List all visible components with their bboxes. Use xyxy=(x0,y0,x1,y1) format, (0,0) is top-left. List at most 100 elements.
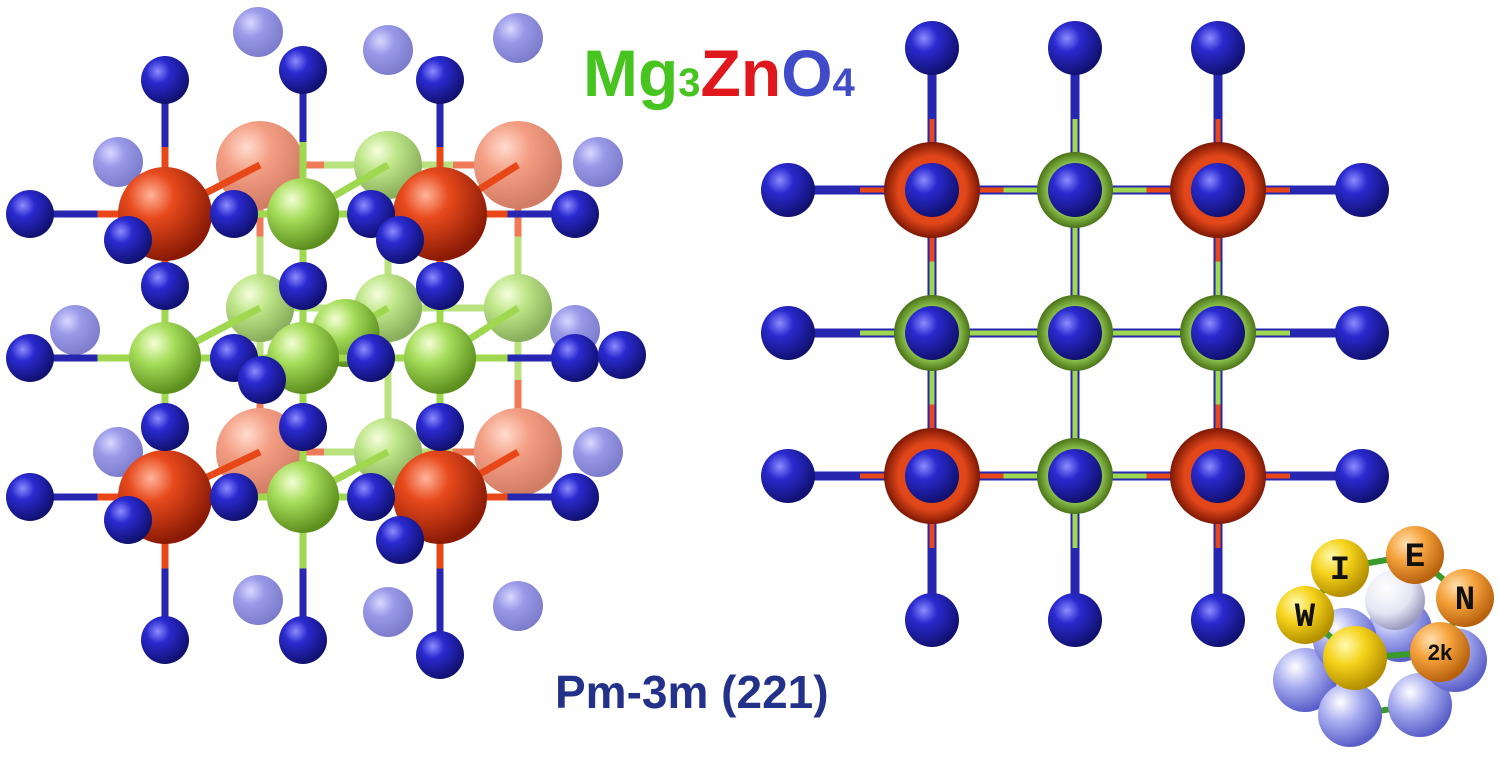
logo-letter-sphere xyxy=(1436,569,1494,627)
mg-atom xyxy=(267,461,339,533)
o-atom xyxy=(761,306,815,360)
o-atom xyxy=(1048,593,1102,647)
logo-sphere xyxy=(1323,626,1387,690)
bond xyxy=(210,161,262,193)
bond xyxy=(477,162,520,193)
o-atom xyxy=(6,334,54,382)
o-atom xyxy=(551,334,599,382)
o-atom xyxy=(416,403,464,451)
bond xyxy=(477,305,520,336)
formula-part-o: O xyxy=(781,36,833,110)
o-atom xyxy=(1048,449,1102,503)
o-atom xyxy=(93,137,143,187)
logo-sphere xyxy=(1365,570,1425,630)
logo-letter: W xyxy=(1295,599,1316,637)
o-atom xyxy=(1048,21,1102,75)
o-atom xyxy=(761,449,815,503)
o-atom xyxy=(93,427,143,477)
bond xyxy=(343,448,390,478)
formula-part-o-subscript: 4 xyxy=(832,61,855,105)
o-atom xyxy=(104,216,152,264)
logo-letter: 2k xyxy=(1428,640,1453,665)
o-atom xyxy=(573,137,623,187)
o-atom xyxy=(905,21,959,75)
bond xyxy=(211,448,262,478)
logo-letter-sphere xyxy=(1311,539,1369,597)
o-atom xyxy=(551,190,599,238)
formula-part-mg-subscript: 3 xyxy=(678,61,701,105)
o-atom xyxy=(376,516,424,564)
o-atom xyxy=(141,262,189,310)
mg-atom xyxy=(129,322,201,394)
o-atom xyxy=(416,56,464,104)
formula-part-mg: Mg xyxy=(583,36,679,110)
o-atom xyxy=(1191,593,1245,647)
o-atom xyxy=(347,334,395,382)
logo-letter-sphere xyxy=(1386,526,1444,584)
o-atom xyxy=(210,190,258,238)
o-atom xyxy=(1335,163,1389,217)
o-atom xyxy=(416,631,464,679)
o-atom xyxy=(1048,306,1102,360)
logo-letter-sphere xyxy=(1276,586,1334,644)
o-atom xyxy=(50,305,100,355)
o-atom xyxy=(376,216,424,264)
o-atom xyxy=(1191,306,1245,360)
o-atom xyxy=(104,496,152,544)
logo-letter: E xyxy=(1405,539,1425,577)
mg-atom xyxy=(404,322,476,394)
bond xyxy=(210,304,262,337)
mg-atom xyxy=(267,178,339,250)
o-atom xyxy=(905,449,959,503)
o-atom xyxy=(905,306,959,360)
o-atom xyxy=(363,25,413,75)
o-atom xyxy=(347,473,395,521)
o-atom xyxy=(416,262,464,310)
o-atom xyxy=(233,575,283,625)
o-atom xyxy=(761,163,815,217)
o-atom xyxy=(233,7,283,57)
o-atom xyxy=(493,581,543,631)
bond xyxy=(343,161,390,193)
o-atom xyxy=(598,331,646,379)
o-atom xyxy=(279,262,327,310)
o-atom xyxy=(141,403,189,451)
o-atom xyxy=(279,616,327,664)
perspective-view xyxy=(6,7,646,679)
o-atom xyxy=(551,473,599,521)
o-atom xyxy=(1048,163,1102,217)
logo-letter: N xyxy=(1455,582,1475,620)
bond xyxy=(477,448,520,478)
o-atom xyxy=(1191,449,1245,503)
o-atom xyxy=(279,403,327,451)
chemical-formula: Mg3ZnO4 xyxy=(583,40,855,106)
o-atom xyxy=(141,616,189,664)
o-atom xyxy=(1335,449,1389,503)
o-atom xyxy=(1335,306,1389,360)
logo-letter: I xyxy=(1330,552,1350,590)
o-atom xyxy=(238,356,286,404)
o-atom xyxy=(905,593,959,647)
o-atom xyxy=(6,473,54,521)
logo-sphere xyxy=(1273,648,1337,712)
o-atom xyxy=(363,587,413,637)
logo-sphere xyxy=(1318,683,1382,747)
o-atom xyxy=(6,190,54,238)
o-atom xyxy=(905,163,959,217)
o-atom xyxy=(573,427,623,477)
projection-view xyxy=(761,21,1389,647)
zn-atom xyxy=(393,450,487,544)
back-layer xyxy=(50,7,623,637)
o-atom xyxy=(1191,21,1245,75)
o-atom xyxy=(493,13,543,63)
o-atom xyxy=(141,56,189,104)
space-group-label: Pm-3m (221) xyxy=(555,666,829,718)
formula-part-zn: Zn xyxy=(700,36,782,110)
logo-sphere xyxy=(1388,673,1452,737)
o-atom xyxy=(1191,163,1245,217)
o-atom xyxy=(279,46,327,94)
logo-letter-sphere xyxy=(1410,622,1470,682)
o-atom xyxy=(210,473,258,521)
